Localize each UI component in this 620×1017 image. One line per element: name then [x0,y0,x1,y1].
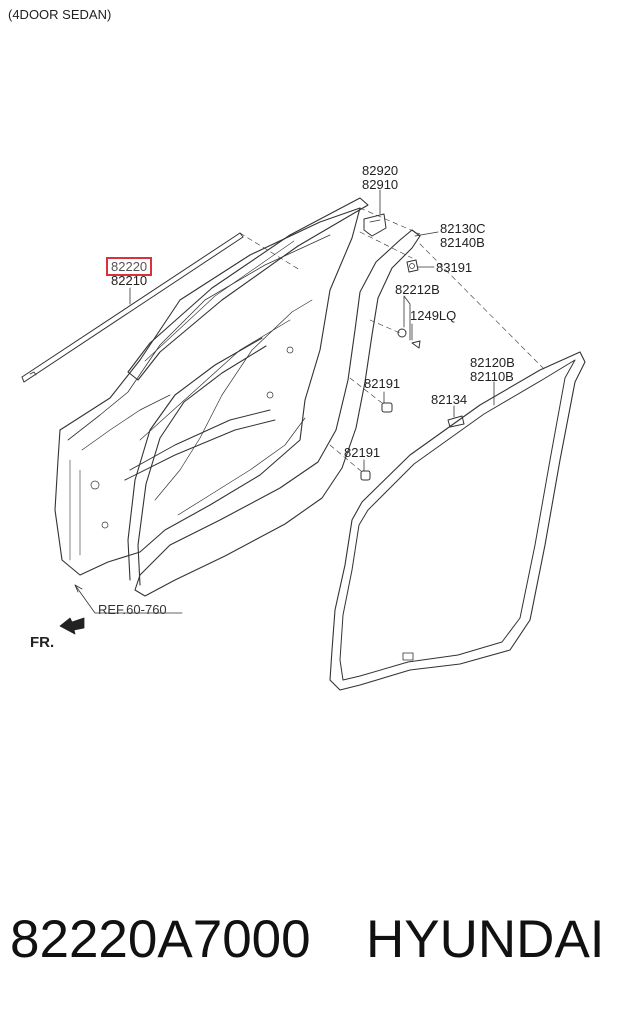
part-label-82191-lower: 82191 [344,445,381,460]
front-direction-arrow [59,617,85,635]
door-side-weatherstrip-part [127,229,421,597]
clip-part [363,213,387,237]
frame-moulding-part [127,197,369,381]
part-label-82210: 82210 [111,273,148,288]
front-direction-label: FR. [30,634,55,651]
leader-lines [74,189,495,614]
door-panel [54,207,361,576]
fastener-82134 [447,415,465,428]
dashed-guide-lines [239,207,546,472]
part-label-83191: 83191 [436,260,473,275]
part-label-82212B: 82212B [395,282,440,297]
reference-label: REF.60-760 [98,602,167,617]
body-side-weatherstrip-part [329,351,586,691]
part-label-82120B: 82120B [470,355,515,370]
part-label-82191-upper: 82191 [364,376,401,391]
part-label-82134: 82134 [431,392,468,407]
highlighted-part-label[interactable]: 82220 [106,257,153,276]
fastener-82212B [397,328,421,349]
fastener-83191 [406,259,419,273]
part-label-82110B: 82110B [470,369,514,384]
part-label-82910: 82910 [362,177,399,192]
part-label-82140B: 82140B [440,235,485,250]
part-label-1249LQ: 1249LQ [410,308,457,323]
footer-part-number: 82220A7000 [10,910,311,969]
belt-weatherstrip-part [21,232,244,383]
variant-label: (4DOOR SEDAN) [8,7,112,22]
part-label-82920: 82920 [362,163,399,178]
fastener-82191-lower [360,470,371,481]
part-label-82130C: 82130C [440,221,486,236]
fastener-82191-upper [381,402,393,413]
footer-brand: HYUNDAI [366,910,605,969]
